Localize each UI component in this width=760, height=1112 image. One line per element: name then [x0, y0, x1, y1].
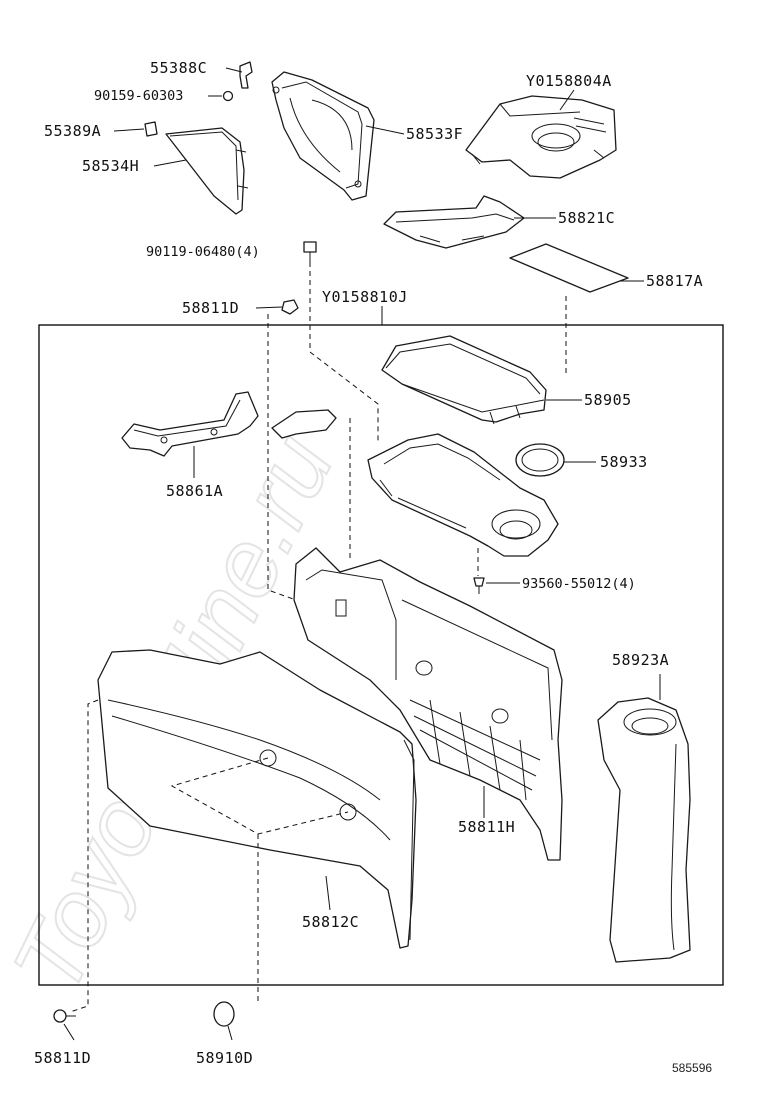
part-clip-58811d-top: [281, 299, 299, 315]
part-screw-93560-55012: [473, 577, 485, 594]
part-plug-58910d: [213, 1001, 235, 1027]
label-58910d: 58910D: [196, 1049, 253, 1067]
part-ring-58933: [515, 443, 565, 477]
label-58821c: 58821C: [558, 209, 615, 227]
label-90159-60303: 90159-60303: [94, 88, 183, 104]
part-panel-58812c: [97, 649, 417, 949]
label-58933: 58933: [600, 453, 648, 471]
callout-labels: 55388C 90159-60303 55389A 58534H 58533F …: [34, 59, 712, 1075]
part-screw-90159-60303: [222, 90, 234, 102]
part-mat-58817a: [509, 243, 629, 293]
part-armrest-58905: [381, 335, 547, 425]
part-panel-58534h: [165, 127, 249, 215]
part-console-box: [367, 433, 559, 557]
label-90119-06480: 90119-06480(4): [146, 244, 260, 260]
part-clip-58811d-bottom: [53, 1009, 76, 1023]
label-55389a: 55389A: [44, 122, 101, 140]
alignment-lines: [69, 262, 567, 1013]
part-bolt-90119-06480: [303, 241, 317, 262]
label-55388c: 55388C: [150, 59, 207, 77]
label-93560-55012: 93560-55012(4): [522, 576, 636, 592]
label-58923a: 58923A: [612, 651, 669, 669]
label-58812c: 58812C: [302, 913, 359, 931]
part-clip-55389a: [144, 121, 158, 137]
part-cover-58923a: [597, 697, 691, 963]
label-y0158804a: Y0158804A: [526, 72, 612, 90]
label-58861a: 58861A: [166, 482, 223, 500]
label-y0158810j: Y0158810J: [322, 288, 408, 306]
part-panel-58811h: [293, 547, 563, 861]
figure-code: 585596: [672, 1061, 712, 1075]
label-58811d-top: 58811D: [182, 299, 239, 317]
label-58905: 58905: [584, 391, 632, 409]
leader-lines: [63, 67, 661, 1041]
label-58811d-bottom: 58811D: [34, 1049, 91, 1067]
part-tray-58821c: [383, 195, 525, 249]
label-58534h: 58534H: [82, 157, 139, 175]
label-58811h: 58811H: [458, 818, 515, 836]
label-58817a: 58817A: [646, 272, 703, 290]
assembly-frame: [38, 324, 724, 986]
part-clip-55388c: [239, 61, 253, 89]
part-cover-y0158804a: [465, 95, 617, 179]
label-58533f: 58533F: [406, 125, 463, 143]
part-bracket-58861a: [121, 391, 259, 457]
part-panel-58533f: [271, 71, 375, 201]
part-clip-bracket: [271, 409, 337, 439]
